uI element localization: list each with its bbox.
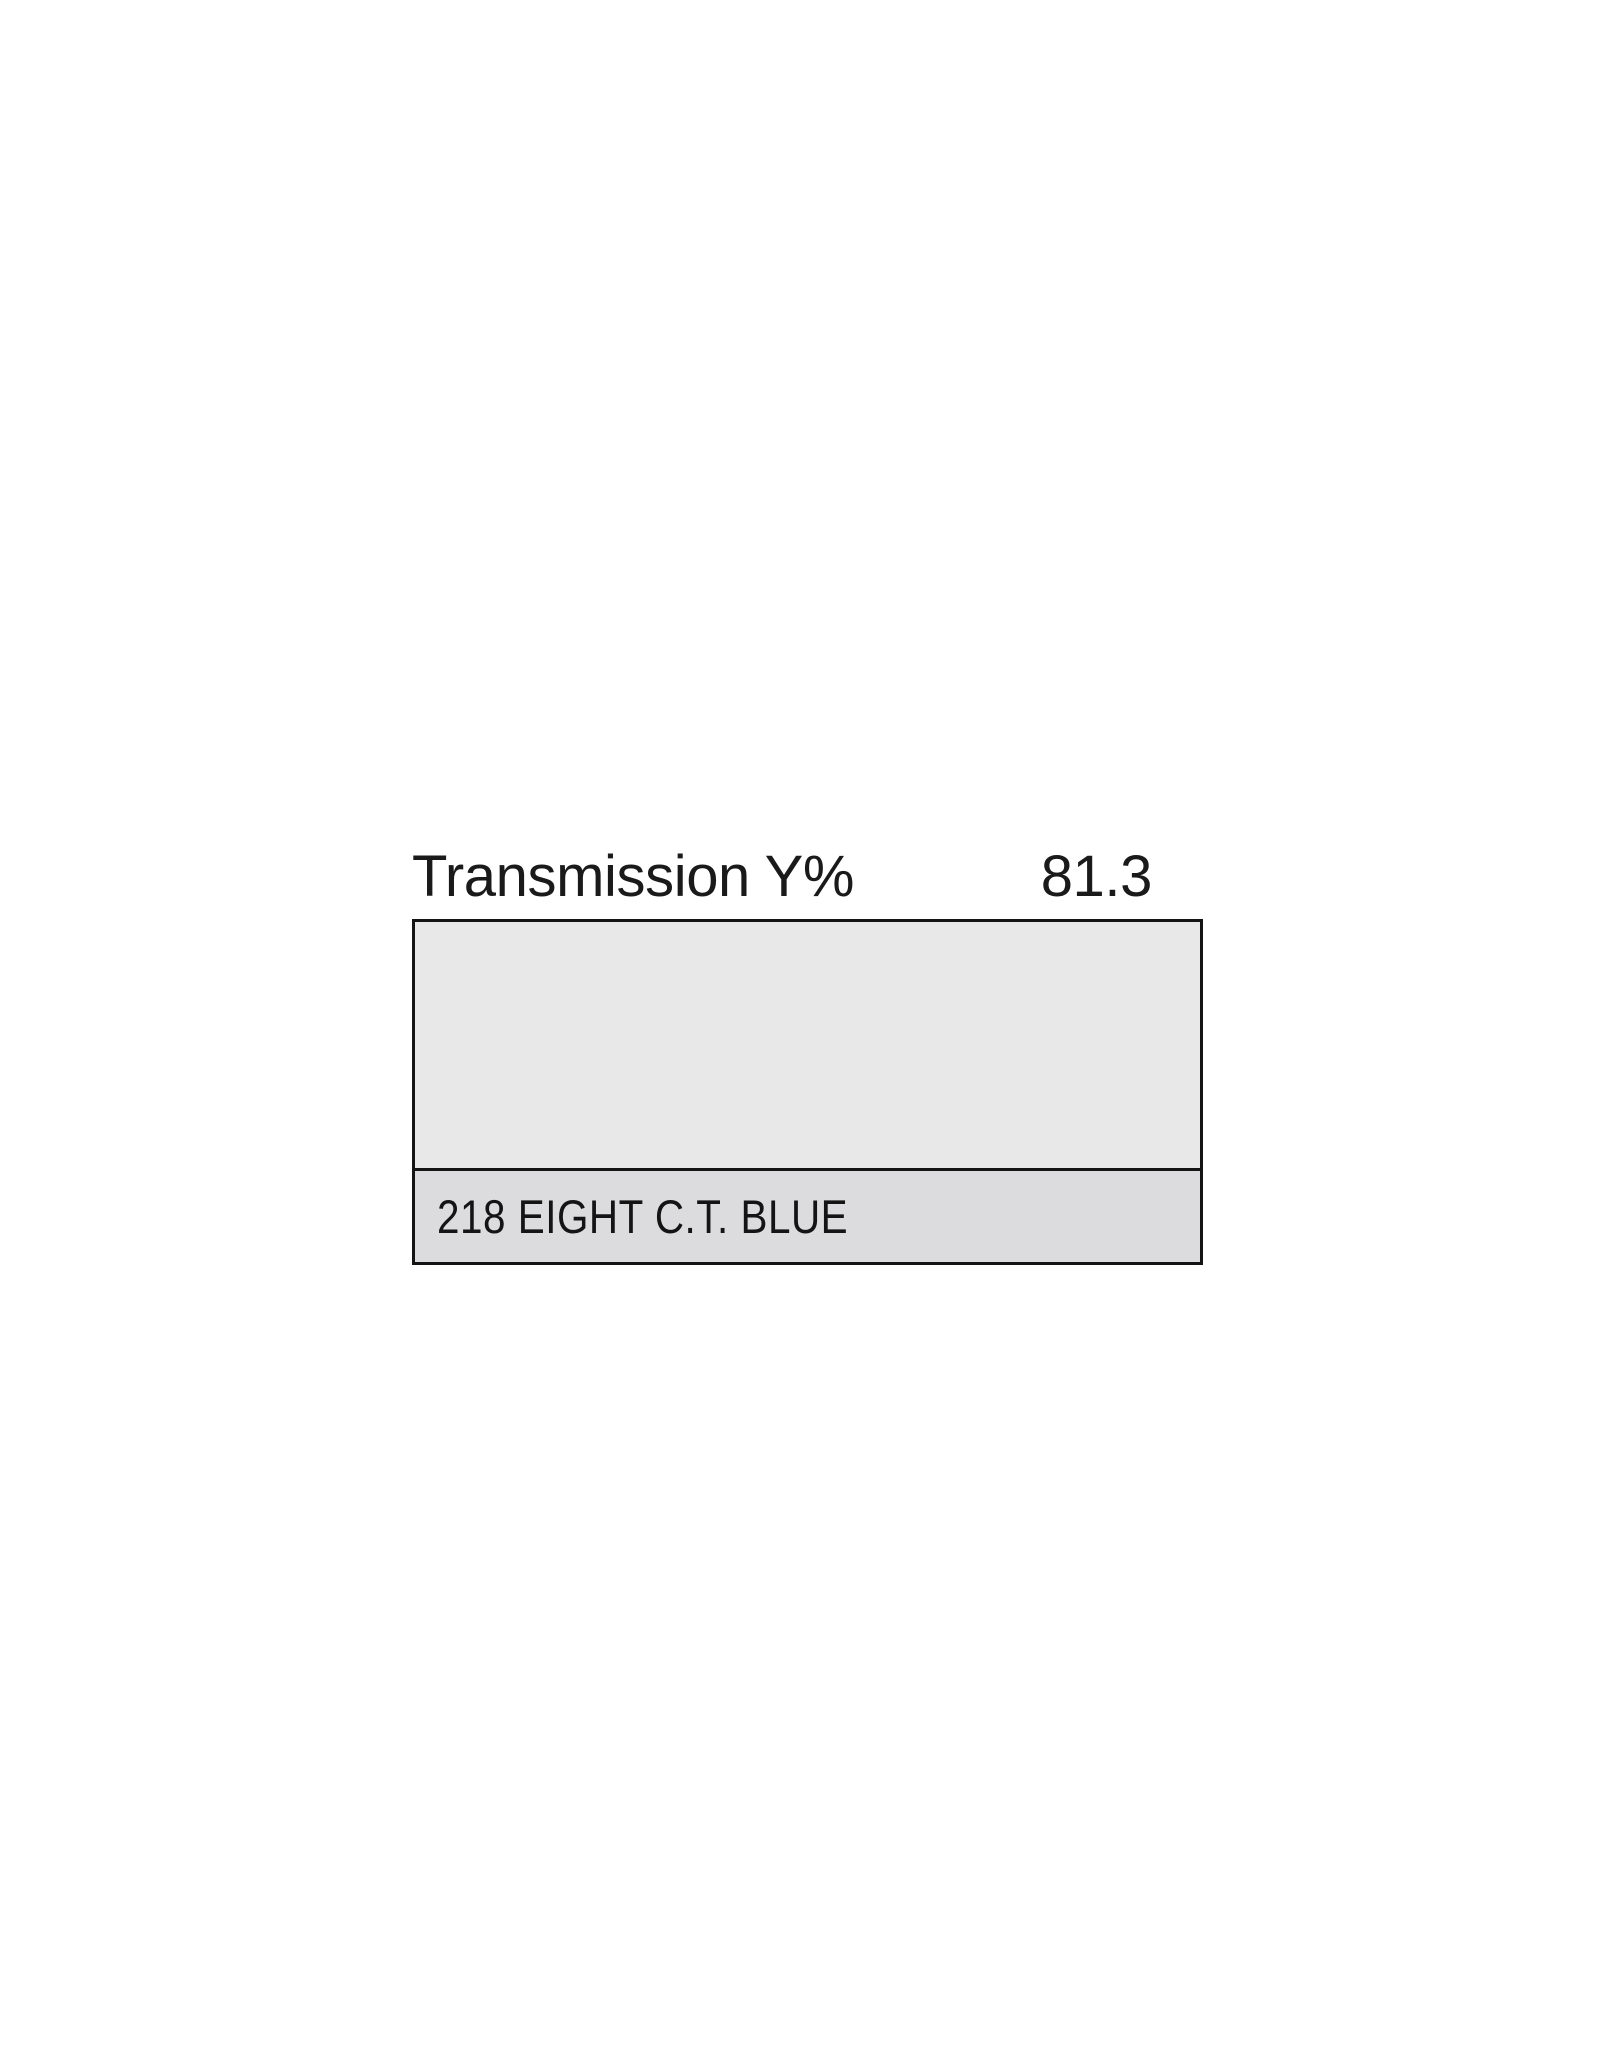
swatch-name-text: 218 EIGHT C.T. BLUE	[437, 1190, 849, 1243]
swatch-box: 218 EIGHT C.T. BLUE	[412, 919, 1203, 1265]
swatch-name-band: 218 EIGHT C.T. BLUE	[415, 1171, 1200, 1262]
transmission-label: Transmission Y%	[412, 844, 855, 909]
transmission-value: 81.3	[1040, 844, 1153, 909]
color-patch	[415, 922, 1200, 1168]
transmission-row: Transmission Y% 81.3	[412, 848, 1203, 919]
swatch-divider	[415, 1168, 1200, 1171]
filter-swatch-card: Transmission Y% 81.3 218 EIGHT C.T. BLUE	[412, 848, 1203, 1265]
